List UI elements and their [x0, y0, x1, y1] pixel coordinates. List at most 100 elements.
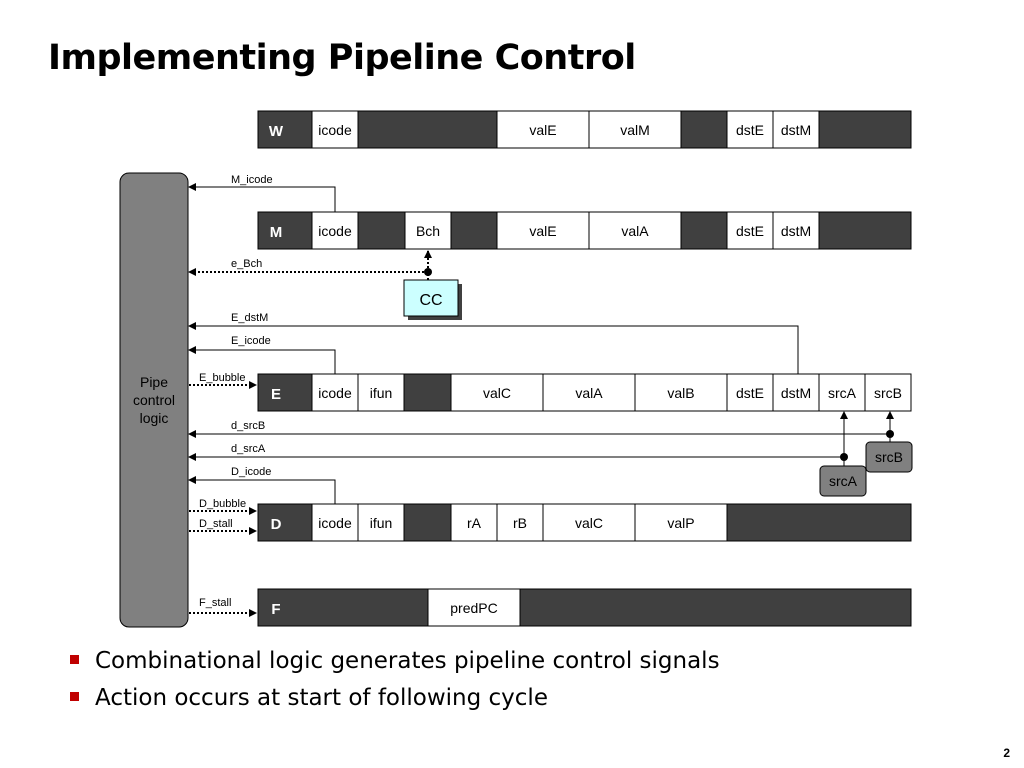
pipe-control-label-line-1: Pipe	[140, 374, 168, 390]
svg-text:valC: valC	[575, 515, 603, 531]
register-field: valB	[634, 373, 728, 412]
svg-text:rB: rB	[513, 515, 527, 531]
register-e-label: E	[271, 386, 281, 403]
pipe-control-logic-block: Pipe control logic	[119, 172, 189, 628]
svg-text:F_stall: F_stall	[199, 597, 231, 609]
svg-text:dstE: dstE	[736, 122, 764, 138]
register-field: icode	[311, 503, 359, 542]
signal-d-srcb: d_srcB	[188, 411, 894, 442]
pipe-control-label-line-2: control	[133, 392, 175, 408]
pipeline-control-diagram: Pipe control logic W icode valE valM dst…	[119, 110, 913, 628]
register-field: icode	[311, 373, 359, 412]
svg-text:srcB: srcB	[875, 449, 903, 465]
svg-text:valE: valE	[529, 122, 556, 138]
register-field: ifun	[357, 503, 405, 542]
page-title: Implementing Pipeline Control	[48, 38, 636, 78]
register-w: W icode valE valM dstE dstM	[257, 110, 912, 149]
register-field: dstM	[772, 211, 820, 250]
register-w-label: W	[269, 123, 284, 140]
svg-text:valE: valE	[529, 223, 556, 239]
register-field: icode	[311, 211, 359, 250]
svg-text:rA: rA	[467, 515, 482, 531]
register-field: ifun	[357, 373, 405, 412]
signal-d-stall: D_stall	[189, 518, 257, 535]
svg-text:srcA: srcA	[829, 473, 858, 489]
svg-text:dstM: dstM	[781, 223, 811, 239]
condition-codes-box: CC	[403, 279, 462, 320]
svg-text:valA: valA	[621, 223, 649, 239]
svg-text:CC: CC	[419, 292, 442, 309]
register-field: dstE	[726, 211, 774, 250]
register-field: valE	[496, 211, 590, 250]
signal-e-bch: e_Bch	[188, 250, 432, 280]
svg-text:Bch: Bch	[416, 223, 440, 239]
svg-text:valC: valC	[483, 385, 511, 401]
register-field: srcA	[818, 373, 866, 412]
bullet-text: Combinational logic generates pipeline c…	[95, 648, 720, 674]
signal-e-dstm: E_dstM	[188, 312, 799, 374]
svg-text:d_srcB: d_srcB	[231, 420, 265, 432]
register-field: dstM	[772, 110, 820, 149]
register-field: predPC	[427, 588, 521, 627]
svg-text:ifun: ifun	[370, 385, 393, 401]
svg-text:valB: valB	[667, 385, 694, 401]
svg-text:dstE: dstE	[736, 385, 764, 401]
register-d-label: D	[271, 516, 282, 533]
svg-text:srcA: srcA	[828, 385, 857, 401]
decode-srcb-box: srcB	[865, 441, 913, 473]
svg-text:E_dstM: E_dstM	[231, 312, 268, 324]
svg-text:icode: icode	[318, 515, 352, 531]
square-bullet-icon	[70, 692, 79, 701]
register-d: D icode ifun rA rB valC valP	[257, 503, 912, 542]
svg-text:predPC: predPC	[450, 600, 497, 616]
svg-text:dstE: dstE	[736, 223, 764, 239]
svg-text:srcB: srcB	[874, 385, 902, 401]
svg-text:dstM: dstM	[781, 122, 811, 138]
svg-text:D_stall: D_stall	[199, 518, 233, 530]
pipe-control-label-line-3: logic	[140, 410, 169, 426]
svg-text:D_bubble: D_bubble	[199, 498, 246, 510]
signal-d-icode: D_icode	[188, 466, 336, 504]
svg-text:icode: icode	[318, 385, 352, 401]
register-field: valA	[588, 211, 682, 250]
register-field: valE	[496, 110, 590, 149]
svg-text:valA: valA	[575, 385, 603, 401]
register-m: M icode Bch valE valA dstE dstM	[257, 211, 912, 250]
svg-text:e_Bch: e_Bch	[231, 258, 262, 270]
register-field: valA	[542, 373, 636, 412]
svg-text:icode: icode	[318, 223, 352, 239]
register-field: valC	[542, 503, 636, 542]
signal-d-bubble: D_bubble	[189, 498, 257, 515]
square-bullet-icon	[70, 655, 79, 664]
register-field: valC	[450, 373, 544, 412]
svg-text:valP: valP	[667, 515, 694, 531]
svg-text:E_icode: E_icode	[231, 335, 271, 347]
register-field: dstE	[726, 110, 774, 149]
signal-f-stall: F_stall	[189, 597, 257, 617]
register-field: icode	[311, 110, 359, 149]
signal-m-icode: M_icode	[188, 174, 336, 212]
bullet-text: Action occurs at start of following cycl…	[95, 685, 548, 711]
bullet-list: Combinational logic generates pipeline c…	[70, 644, 720, 718]
register-field: rA	[450, 503, 498, 542]
register-m-label: M	[270, 224, 283, 241]
svg-text:ifun: ifun	[370, 515, 393, 531]
svg-text:icode: icode	[318, 122, 352, 138]
signal-d-srca: d_srcA	[188, 411, 848, 466]
register-f: F predPC	[257, 588, 912, 627]
svg-text:D_icode: D_icode	[231, 466, 271, 478]
register-f-label: F	[271, 601, 280, 618]
bullet-item: Combinational logic generates pipeline c…	[70, 644, 720, 681]
register-e: E icode ifun valC valA valB dstE dstM sr…	[257, 373, 912, 412]
signal-e-icode: E_icode	[188, 335, 336, 374]
register-field: valP	[634, 503, 728, 542]
register-field: rB	[496, 503, 544, 542]
register-field: Bch	[404, 211, 452, 250]
svg-text:M_icode: M_icode	[231, 174, 273, 186]
register-field: dstE	[726, 373, 774, 412]
decode-srca-box: srcA	[819, 465, 867, 497]
register-field: dstM	[772, 373, 820, 412]
register-field: srcB	[864, 373, 912, 412]
svg-text:valM: valM	[620, 122, 650, 138]
bullet-item: Action occurs at start of following cycl…	[70, 681, 720, 718]
